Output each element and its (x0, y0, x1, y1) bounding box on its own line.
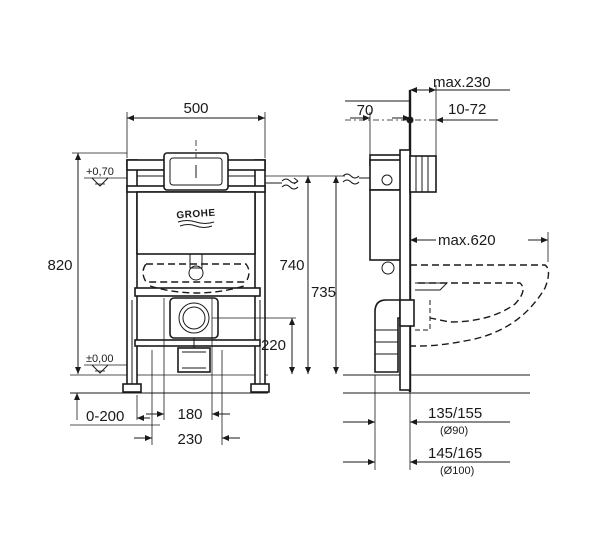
dimension-adjust: 0-200 (70, 393, 160, 426)
dimension-pipe90: 135/155 (Ø90) (343, 375, 510, 470)
frame-side (369, 149, 437, 391)
dimension-height: 820 (47, 152, 127, 374)
dimension-projection: max.620 (410, 228, 549, 262)
front-view: GROHE (47, 100, 345, 448)
dimension-pipe100: 145/165 (Ø100) (343, 445, 510, 477)
bowl-outline-side (410, 264, 550, 347)
level-marker-bottom: ±0,00 (84, 353, 127, 374)
dimension-width: 500 (126, 100, 266, 158)
dimension-735: 735 (311, 176, 339, 374)
dimension-740: 740 (265, 175, 345, 374)
height-label: 820 (47, 257, 72, 274)
max-depth-label: max.230 (433, 74, 491, 91)
grohe-logo: GROHE (176, 208, 216, 228)
spacing-outer-label: 230 (177, 431, 202, 448)
bowl-outline-front (142, 263, 250, 294)
cistern (136, 152, 256, 281)
pipe90-diameter-label: (Ø90) (440, 425, 468, 437)
dimension-range: 10-72 (436, 101, 498, 123)
pipe100-diameter-label: (Ø100) (440, 465, 474, 477)
label-220: 220 (261, 337, 286, 354)
water-inlet-side-icon (342, 173, 370, 185)
label-70: 70 (357, 102, 374, 119)
dimension-220: 220 (212, 317, 296, 374)
level-marker-top: +0,70 (84, 166, 127, 187)
level-bottom-label: ±0,00 (86, 353, 113, 365)
pipe90-label: 135/155 (428, 405, 482, 422)
label-740: 740 (279, 257, 304, 274)
level-top-label: +0,70 (86, 166, 114, 178)
range-label: 10-72 (448, 101, 486, 118)
adjust-label: 0-200 (86, 408, 124, 425)
width-label: 500 (183, 100, 208, 117)
drain-connector (169, 297, 219, 373)
projection-label: max.620 (438, 232, 496, 249)
logo-text: GROHE (176, 208, 216, 222)
water-inlet-icon (265, 177, 299, 190)
dimension-spacing: 180 230 (134, 298, 240, 448)
drain-pipe-side (374, 299, 415, 373)
side-view: max.230 70 10-72 max.620 (342, 74, 550, 477)
label-735: 735 (311, 284, 336, 301)
dimension-70: 70 (345, 100, 410, 155)
pipe100-label: 145/165 (428, 445, 482, 462)
spacing-inner-label: 180 (177, 406, 202, 423)
